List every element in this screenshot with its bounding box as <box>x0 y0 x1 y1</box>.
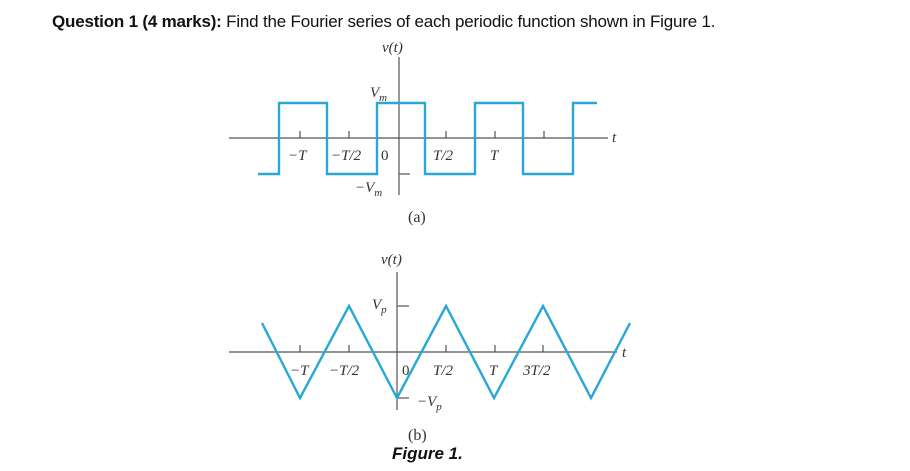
vm-label: Vm <box>370 85 387 104</box>
tick-label-zero-b: 0 <box>402 363 410 379</box>
tick-label-T-b: T <box>489 363 499 379</box>
neg-vm-label: −Vm <box>355 180 382 199</box>
tick-label-negT2-b: −T/2 <box>329 363 360 379</box>
tick-label-T-a: T <box>490 148 500 164</box>
question-label: Question 1 (4 marks): <box>52 12 222 31</box>
tick-label-T2-b: T/2 <box>433 363 454 379</box>
x-ticks-a <box>299 131 545 175</box>
subfigure-label-b: (b) <box>408 427 427 444</box>
subfigure-label-a: (a) <box>408 209 426 226</box>
chart-b-triangle-wave: v(t) Vp −Vp t −T −T/2 0 T/2 T 3T/2 (b) <box>229 252 632 444</box>
tick-label-T2-a: T/2 <box>433 148 454 164</box>
question-text: Question 1 (4 marks): Find the Fourier s… <box>52 12 715 32</box>
chart-a-square-wave: v(t) Vm −Vm t −T −T/2 0 T/2 T (a) <box>229 40 617 226</box>
t-axis-label-a: t <box>612 130 617 146</box>
tick-label-3T2-b: 3T/2 <box>522 363 551 379</box>
y-axis-label-b: v(t) <box>381 252 402 268</box>
y-axis-label-a: v(t) <box>382 40 403 56</box>
tick-label-negT-b: −T <box>290 363 310 379</box>
triangle-waveform <box>260 303 632 401</box>
square-waveform <box>258 101 597 176</box>
vp-label: Vp <box>372 297 387 316</box>
question-body: Find the Fourier series of each periodic… <box>221 12 716 31</box>
figure-caption: Figure 1. <box>392 444 463 463</box>
neg-vp-label: −Vp <box>417 394 442 413</box>
t-axis-label-b: t <box>622 345 627 361</box>
x-ticks-b <box>299 305 544 399</box>
tick-label-negT-a: −T <box>288 148 308 164</box>
tick-label-negT2-a: −T/2 <box>331 148 362 164</box>
tick-label-zero-a: 0 <box>381 148 389 164</box>
